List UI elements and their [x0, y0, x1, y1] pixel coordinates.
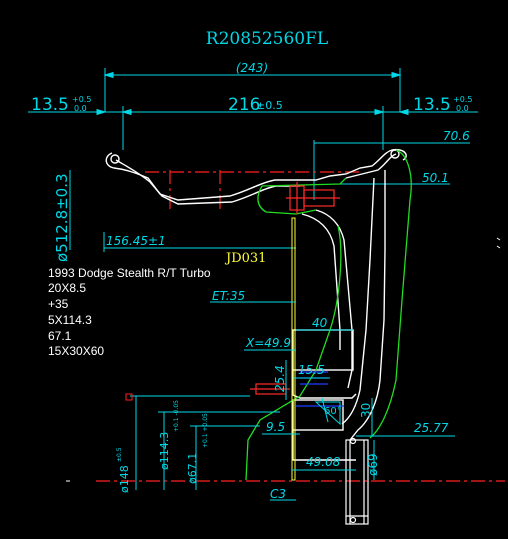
inner-width-value: 216: [228, 95, 260, 115]
left-offset-tol-lower: 0.0: [74, 104, 87, 113]
right-offset-value: 13.5: [413, 95, 451, 115]
dim-40-label: 40: [312, 316, 328, 330]
hub-mount-highlight: [291, 217, 296, 481]
part-code: JD031: [224, 251, 266, 266]
drawing-title: R20852560FL: [206, 29, 328, 49]
valve-bolt: [286, 182, 340, 214]
pcd-label: ø114.3: [158, 432, 171, 470]
dim-156-45-line: [103, 232, 296, 252]
spec-vehicle: 1993 Dodge Stealth R/T Turbo: [48, 266, 211, 280]
mount-lines: [296, 371, 344, 407]
right-offset-tol-upper: +0.5: [453, 95, 472, 104]
et-label: ET:35: [212, 289, 245, 303]
dia-148-tol: ±0.5: [116, 447, 123, 462]
dim-49-08-label: 49.08: [306, 455, 341, 469]
edge-marks: [66, 237, 501, 482]
datum-marker: [125, 393, 133, 401]
angle-label: 60°: [324, 406, 342, 417]
dim-69-label: ø69: [366, 453, 380, 476]
spec-size: 20X8.5: [48, 281, 86, 295]
dim-30-label: 30: [359, 403, 373, 418]
template-outline: [245, 149, 412, 481]
hub-bore: [345, 437, 369, 525]
spec-offset: +35: [48, 297, 69, 311]
overall-width-dimension: [103, 68, 402, 112]
vertical-dia-lines: [130, 395, 280, 490]
bore-tol: +0.1 +0.05: [202, 413, 209, 448]
spec-center-bore: 67.1: [48, 329, 72, 343]
spec-list: 1993 Dodge Stealth R/T Turbo 20X8.5 +35 …: [48, 266, 211, 358]
bore-label: ø67.1: [186, 453, 199, 484]
dim-50-1-label: 50.1: [422, 171, 449, 185]
angle-marker: [314, 397, 341, 426]
dim-25-4-label: 25.4: [273, 365, 287, 392]
left-offset-value: 13.5: [31, 95, 69, 115]
dia-148-label: ø148: [118, 465, 131, 493]
dim-15-5-label: 15.5: [298, 363, 325, 377]
dim-9-5-label: 9.5: [266, 420, 285, 434]
left-offset-tol-upper: +0.5: [72, 95, 91, 104]
overall-width-label: (243): [236, 61, 268, 75]
dim-156-45-label: 156.45±1: [106, 234, 166, 248]
right-offset-tol-lower: 0.0: [456, 104, 469, 113]
x-label: X=49.9: [245, 336, 291, 350]
chamfer-label: C3: [270, 487, 286, 501]
spec-seat: 15X30X60: [48, 344, 104, 358]
inner-width-tol: ±0.5: [256, 99, 283, 112]
pcd-tol: +0.1 -0.05: [173, 400, 180, 432]
inner-width-dimension: [28, 106, 478, 150]
rim-diameter-label: ø512.8±0.3: [53, 173, 71, 262]
dim-25-77-label: 25.77: [414, 421, 449, 435]
dim-70-6-line: [313, 140, 470, 200]
dim-70-6-label: 70.6: [443, 129, 470, 143]
spec-bolt-pattern: 5X114.3: [48, 313, 92, 327]
